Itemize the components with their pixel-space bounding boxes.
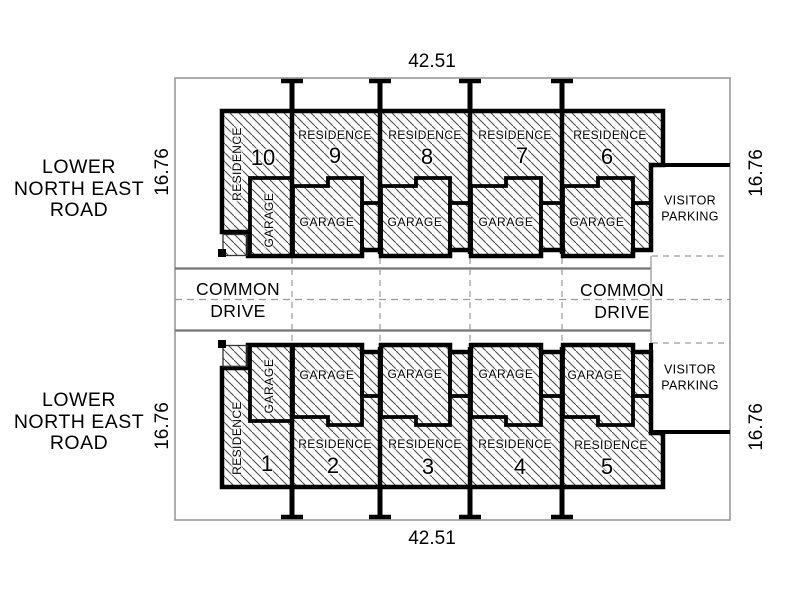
unit-5-garage-label: GARAGE bbox=[567, 368, 623, 382]
unit-6-number: 6 bbox=[600, 144, 614, 169]
unit-10-number: 10 bbox=[250, 145, 276, 170]
unit-5-residence-label: RESIDENCE bbox=[574, 438, 648, 452]
unit-7-residence-label: RESIDENCE bbox=[478, 128, 552, 142]
common-drive-label-right: COMMON DRIVE bbox=[579, 280, 665, 322]
unit-2-garage-label: GARAGE bbox=[299, 368, 355, 382]
dimension-right-top: 16.76 bbox=[746, 149, 767, 197]
unit-4-garage-label: GARAGE bbox=[478, 367, 534, 381]
garages-top-building bbox=[248, 176, 653, 258]
unit-8-residence-label: RESIDENCE bbox=[388, 128, 462, 142]
unit-7-garage-label: GARAGE bbox=[478, 215, 534, 229]
unit-2-number: 2 bbox=[326, 453, 340, 478]
unit-8-number: 8 bbox=[420, 144, 434, 169]
unit-9-number: 9 bbox=[328, 143, 342, 168]
road-label-top: LOWER NORTH EAST ROAD bbox=[13, 155, 145, 221]
unit-1-garage-label: GARAGE bbox=[262, 358, 276, 414]
unit-10-residence-label: RESIDENCE bbox=[230, 127, 244, 201]
unit-6-residence-label: RESIDENCE bbox=[573, 128, 647, 142]
dimension-top-width: 42.51 bbox=[408, 51, 456, 72]
unit-6-garage-label: GARAGE bbox=[569, 215, 625, 229]
unit-9-residence-label: RESIDENCE bbox=[298, 128, 372, 142]
unit-1-number: 1 bbox=[260, 451, 274, 476]
visitor-parking-edges bbox=[649, 163, 730, 434]
unit-4-number: 4 bbox=[513, 454, 527, 479]
dimension-left-bottom: 16.76 bbox=[152, 402, 173, 450]
visitor-parking-label-bottom: VISITOR PARKING bbox=[661, 362, 719, 393]
unit-1-residence-label: RESIDENCE bbox=[230, 401, 244, 475]
unit-9-garage-label: GARAGE bbox=[299, 215, 355, 229]
dimension-left-top: 16.76 bbox=[152, 148, 173, 196]
unit-8-garage-label: GARAGE bbox=[387, 215, 443, 229]
survey-mark-top bbox=[218, 249, 226, 257]
dimension-bottom-width: 42.51 bbox=[408, 528, 456, 549]
survey-mark-bottom bbox=[218, 340, 226, 348]
unit-5-number: 5 bbox=[600, 454, 614, 479]
unit-3-residence-label: RESIDENCE bbox=[388, 437, 462, 451]
visitor-parking-label-top: VISITOR PARKING bbox=[661, 193, 719, 224]
unit-10-garage-label: GARAGE bbox=[262, 192, 276, 248]
unit-2-residence-label: RESIDENCE bbox=[298, 437, 372, 451]
garages-bottom-building bbox=[248, 343, 653, 427]
unit-3-garage-label: GARAGE bbox=[387, 367, 443, 381]
road-label-bottom: LOWER NORTH EAST ROAD bbox=[13, 388, 145, 454]
unit-7-number: 7 bbox=[515, 143, 529, 168]
unit-4-residence-label: RESIDENCE bbox=[478, 437, 552, 451]
party-wall-projections bbox=[291, 258, 563, 343]
dimension-right-bottom: 16.76 bbox=[746, 403, 767, 451]
party-wall-marks-top bbox=[281, 78, 573, 111]
entry-notch-top-building bbox=[222, 233, 248, 257]
unit-3-number: 3 bbox=[421, 454, 435, 479]
party-wall-marks-bottom bbox=[281, 487, 573, 520]
entry-notch-bottom-building bbox=[222, 344, 248, 368]
common-drive-label-left: COMMON DRIVE bbox=[195, 279, 281, 321]
